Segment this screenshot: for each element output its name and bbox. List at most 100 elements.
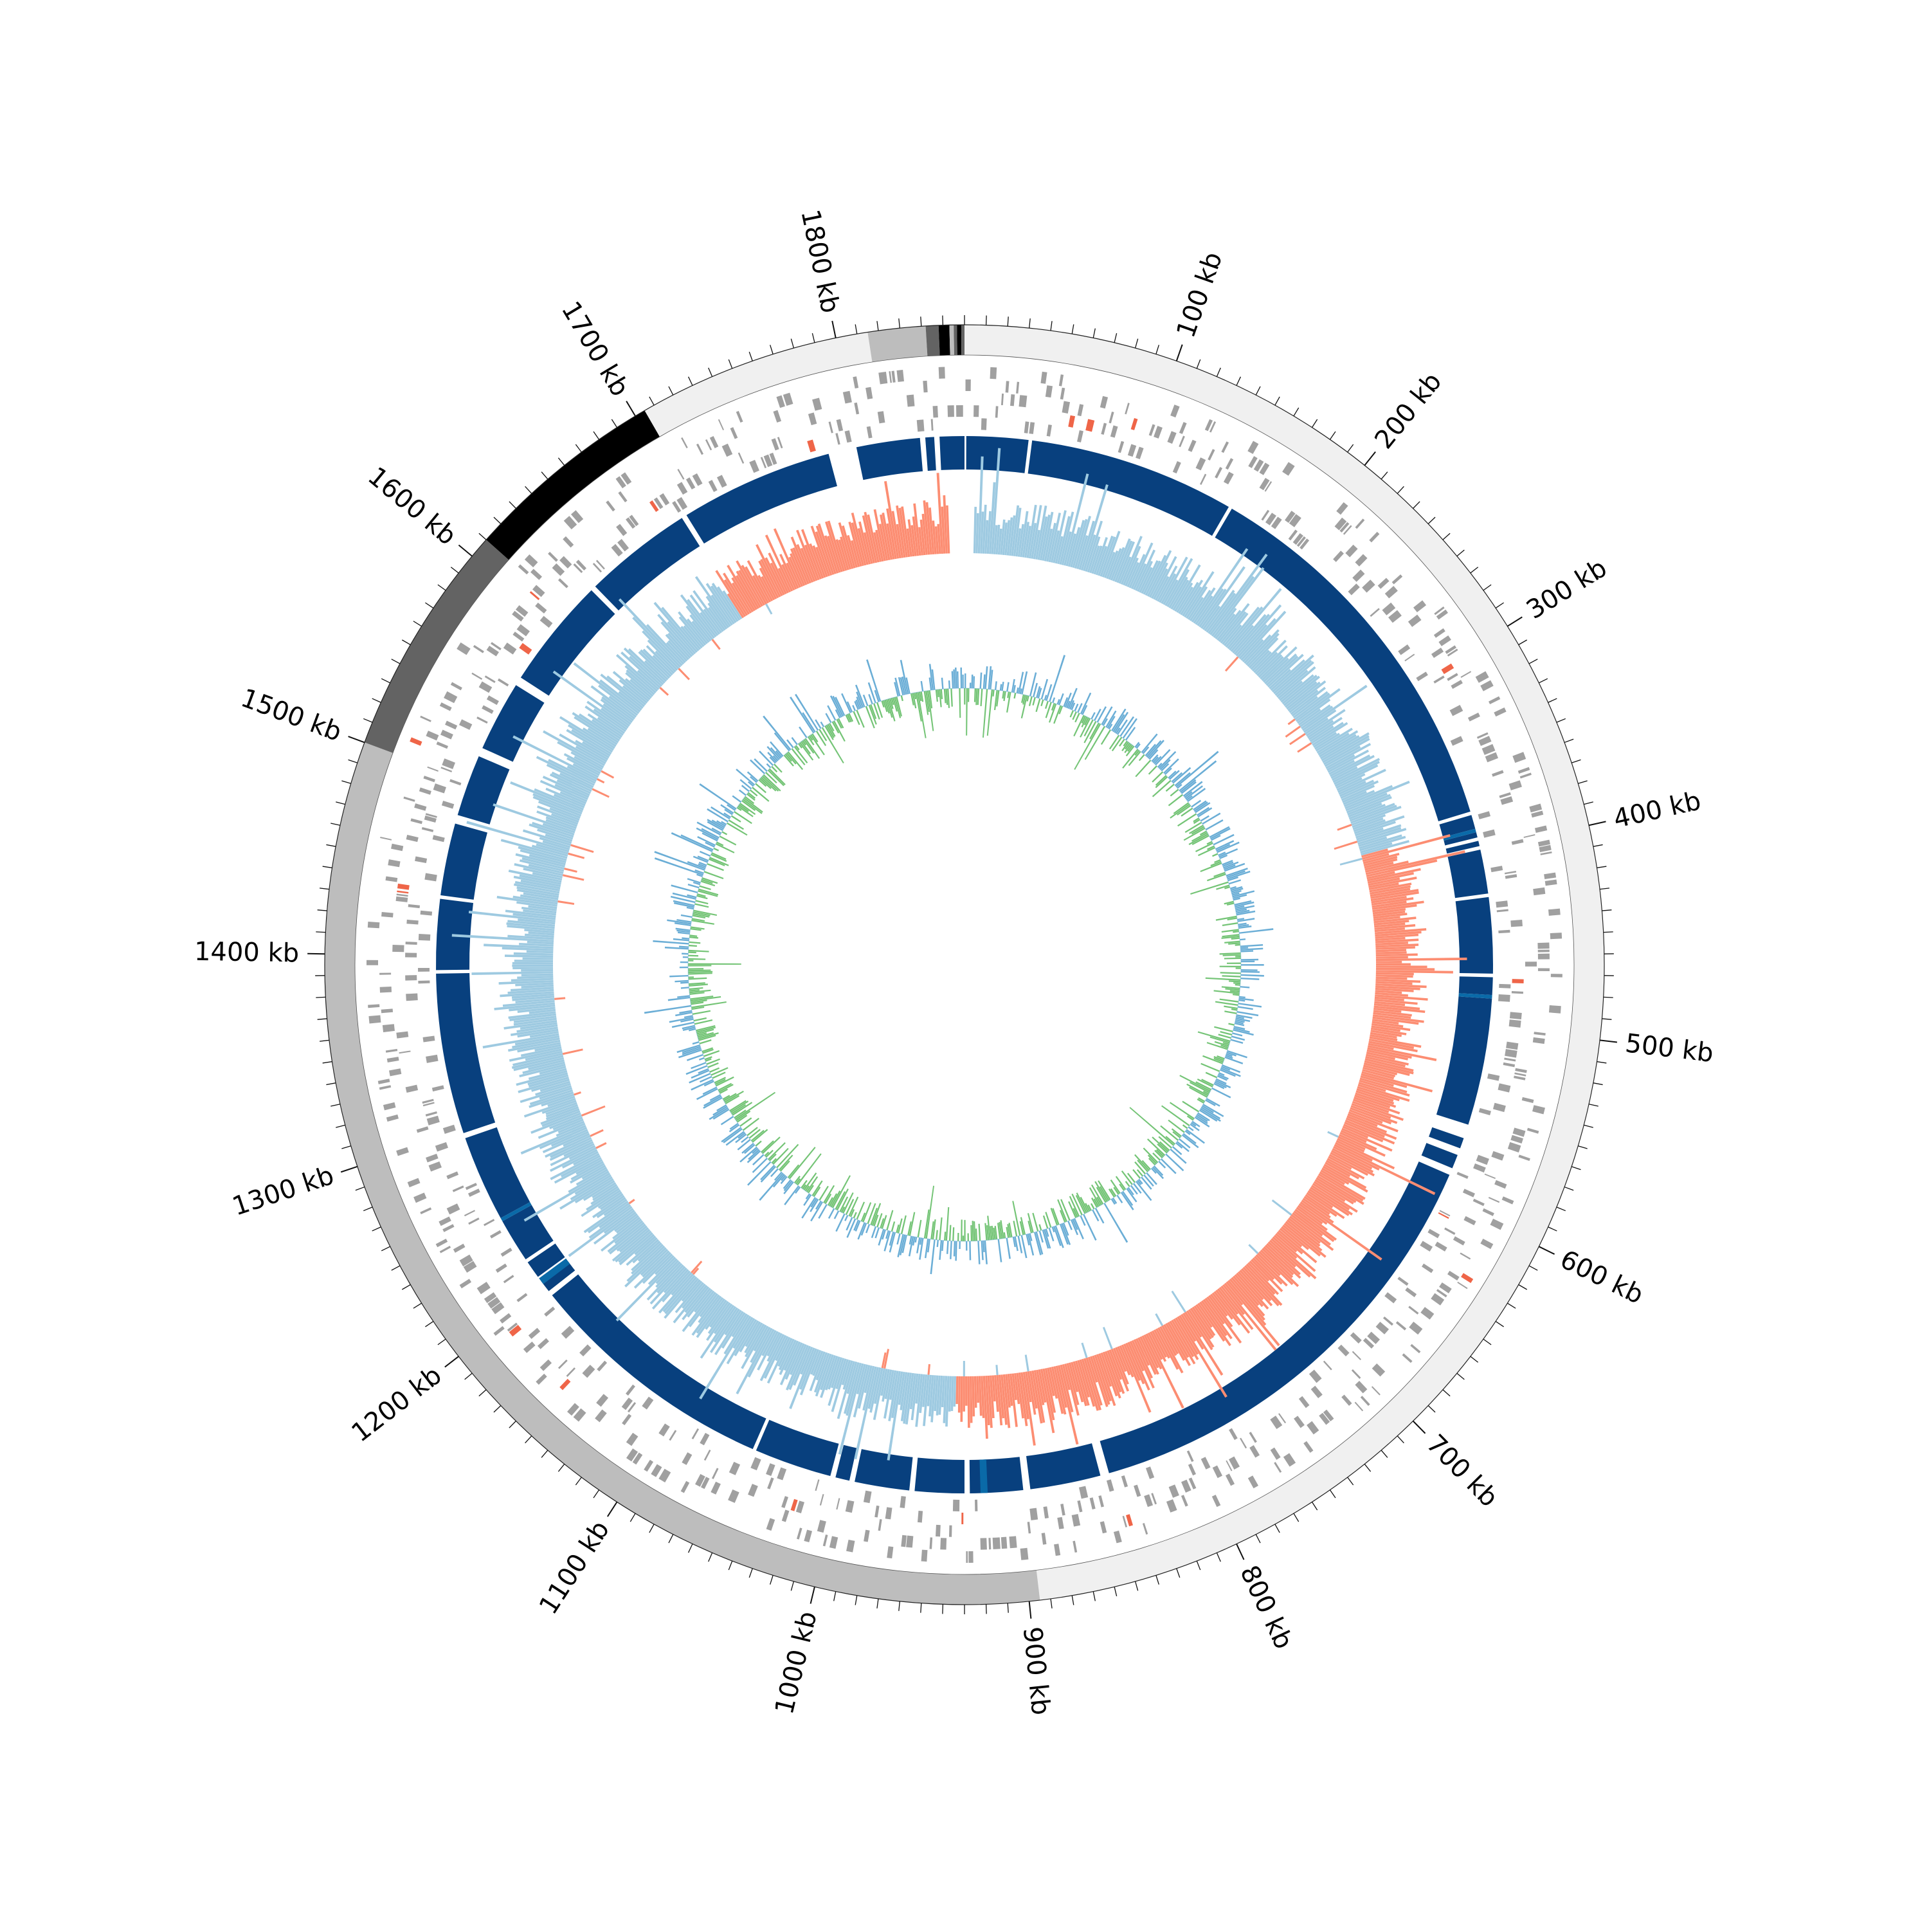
gc-content-bar — [1127, 1173, 1136, 1183]
gene-feature — [368, 1004, 379, 1008]
gene-feature — [435, 1142, 448, 1152]
gc-content-bar — [1152, 1153, 1161, 1161]
gc-content-bar — [669, 975, 688, 978]
gc-skew-bar — [1340, 858, 1363, 866]
minor-tick — [509, 1421, 516, 1428]
gc-skew-bar — [1289, 733, 1306, 745]
gene-feature — [1453, 1236, 1465, 1245]
major-tick — [349, 736, 365, 742]
gene-feature — [1187, 1450, 1194, 1462]
gene-feature — [405, 975, 417, 980]
gene-feature — [1019, 395, 1028, 407]
gene-feature — [422, 827, 433, 832]
minor-tick — [770, 1575, 773, 1584]
minor-tick — [356, 1187, 365, 1190]
gene-feature — [1355, 554, 1367, 566]
gene-feature — [410, 818, 422, 824]
gene-feature — [386, 1115, 399, 1122]
gc-content-bar — [1166, 784, 1175, 792]
minor-tick — [1593, 844, 1603, 846]
gc-content-bar — [700, 851, 711, 857]
gene-feature — [1128, 444, 1136, 457]
gc-content-bar — [901, 1216, 907, 1234]
gc-content-bar — [1224, 1010, 1236, 1014]
tick-label: 600 kb — [1555, 1244, 1648, 1310]
gene-feature — [1062, 401, 1071, 414]
gene-feature — [1057, 1517, 1064, 1529]
minor-tick — [689, 1544, 693, 1553]
gene-feature — [1420, 1241, 1433, 1252]
alignment-block — [1436, 996, 1492, 1124]
minor-tick — [669, 387, 673, 395]
gene-feature — [1397, 1277, 1408, 1286]
gc-content-bar — [760, 1165, 775, 1180]
gene-feature — [990, 367, 997, 379]
gene-feature — [936, 1525, 941, 1536]
gene-feature — [1226, 1473, 1235, 1486]
minor-tick — [372, 698, 381, 702]
gene-feature — [563, 536, 574, 548]
gene-feature — [1348, 583, 1359, 595]
minor-tick — [494, 517, 501, 524]
gene-feature — [1260, 478, 1270, 490]
gene-feature — [1512, 752, 1526, 763]
gc-content-bar — [797, 1153, 822, 1185]
alignment-block — [856, 438, 923, 480]
gc-skew-bar — [1337, 824, 1352, 831]
gene-feature — [381, 1008, 393, 1013]
gc-content-bar — [1091, 1203, 1095, 1210]
gene-feature — [1167, 431, 1176, 444]
major-tick — [1364, 452, 1375, 466]
gene-feature — [429, 1162, 442, 1172]
gc-content-bar — [1074, 704, 1078, 711]
gc-skew-bar — [1376, 961, 1402, 963]
gene-feature — [1489, 1197, 1499, 1203]
gc-content-bar — [998, 1239, 1002, 1262]
gene-feature — [896, 370, 904, 382]
gc-content-bar — [1233, 982, 1240, 984]
gene-feature — [405, 952, 417, 957]
gene-feature — [388, 859, 400, 867]
gc-content-bar — [1186, 1129, 1205, 1144]
minor-tick — [1471, 1356, 1478, 1362]
gene-feature — [1451, 736, 1463, 745]
gc-skew-bar — [1081, 1343, 1087, 1358]
minor-tick — [438, 1339, 446, 1345]
minor-tick — [1597, 866, 1607, 868]
gc-content-bar — [1241, 969, 1258, 971]
gene-feature — [468, 1217, 479, 1225]
minor-tick — [855, 1596, 857, 1605]
gc-content-bar — [1200, 1063, 1220, 1072]
gene-feature — [1413, 600, 1426, 612]
minor-tick — [525, 1436, 532, 1443]
gene-feature — [1201, 1457, 1211, 1470]
minor-tick — [1051, 1599, 1052, 1608]
gene-feature — [931, 419, 934, 430]
gene-feature — [874, 1506, 879, 1518]
gc-content-bar — [819, 729, 827, 741]
gene-feature — [1221, 441, 1229, 453]
gene-feature — [807, 439, 816, 452]
gc-skew-bar — [1225, 657, 1238, 672]
minor-tick — [1578, 1146, 1587, 1149]
gene-feature — [1420, 1307, 1434, 1320]
minor-tick — [323, 866, 332, 868]
gene-feature — [1461, 1273, 1473, 1283]
minor-tick — [791, 1581, 793, 1590]
gene-feature — [427, 767, 439, 772]
gene-feature — [433, 835, 445, 842]
gene-feature — [386, 1049, 397, 1053]
gc-content-bar — [963, 1235, 964, 1241]
gene-feature — [417, 1126, 429, 1133]
gene-feature — [1060, 1504, 1065, 1516]
gene-feature — [419, 934, 430, 941]
gc-skew-bar — [563, 874, 584, 880]
gene-feature — [540, 616, 553, 628]
gene-feature — [1179, 422, 1187, 434]
gene-feature — [379, 1085, 391, 1089]
gene-feature — [501, 1248, 512, 1257]
gene-feature — [1505, 874, 1517, 879]
gene-feature — [493, 1326, 504, 1336]
major-tick — [811, 1587, 815, 1603]
gene-feature — [596, 1394, 608, 1407]
